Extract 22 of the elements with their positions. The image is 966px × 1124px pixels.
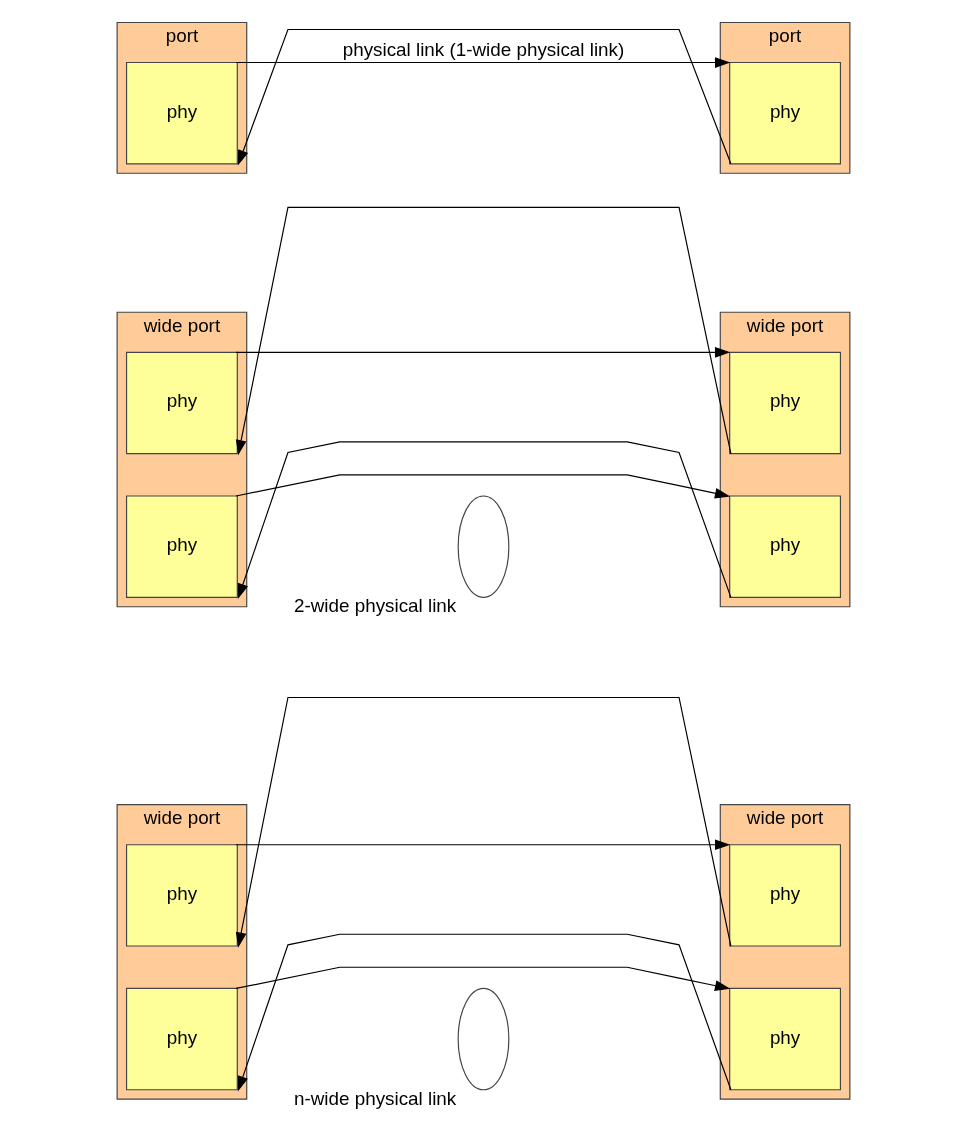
node-ellipse	[457, 987, 509, 1091]
node-box: phy	[728, 495, 841, 598]
node-box: phy	[125, 495, 238, 598]
arrow	[235, 966, 730, 991]
node-box: phy	[728, 61, 841, 165]
arrow	[235, 206, 731, 456]
arrow	[235, 346, 730, 358]
node-box: phy	[728, 351, 841, 455]
node-box: phy	[728, 987, 841, 1091]
node-label: 2-wide physical link	[293, 595, 456, 617]
node-box: phy	[125, 61, 238, 165]
node-box: phy	[125, 987, 238, 1091]
arrow	[235, 696, 731, 948]
node-label: n-wide physical link	[293, 1087, 456, 1109]
node-box: phy	[125, 844, 238, 947]
node-box: phy	[728, 844, 841, 947]
edge-label: physical link (1-wide physical link)	[342, 39, 624, 61]
arrow	[235, 839, 730, 851]
node-ellipse	[457, 495, 509, 598]
node-box: phy	[125, 351, 238, 455]
arrow	[235, 474, 730, 499]
arrow	[235, 57, 730, 68]
